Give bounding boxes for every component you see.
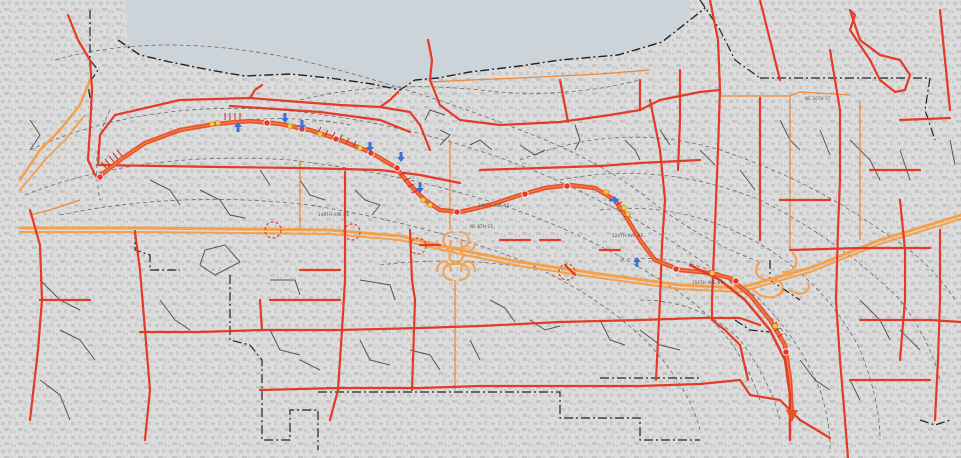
stop-dot-icon[interactable]	[621, 205, 627, 211]
station-dot-icon[interactable]	[96, 173, 104, 181]
stop-dot-icon[interactable]	[287, 123, 293, 129]
dashed-circle-icon[interactable]	[558, 263, 576, 281]
shoreline-boundary	[117, 7, 706, 91]
station-dot-icon[interactable]	[263, 119, 271, 127]
station-dot-icon[interactable]	[367, 149, 375, 157]
dashed-circle-icon[interactable]	[409, 237, 427, 255]
minor-arterials	[29, 69, 861, 390]
street-label: 156TH AVE NE	[692, 280, 724, 285]
stop-dot-icon[interactable]	[420, 197, 426, 203]
transit-corridor	[97, 118, 795, 442]
dashed-circle-icon[interactable]	[343, 223, 361, 241]
stop-dot-icon[interactable]	[357, 145, 363, 151]
street-label: 148TH AVE NE	[478, 203, 510, 208]
corridor-end-arrow-icon	[786, 410, 798, 422]
station-dot-icon[interactable]	[332, 135, 340, 143]
stop-dot-icon[interactable]	[625, 211, 631, 217]
corridor-hatching	[100, 113, 784, 338]
stop-dot-icon[interactable]	[772, 323, 778, 329]
street-label: 124TH AVE NE	[612, 233, 644, 238]
station-dot-icon[interactable]	[393, 164, 401, 172]
lake-water	[125, 0, 690, 90]
station-dot-icon[interactable]	[732, 277, 740, 285]
street-label: NE 20TH ST	[805, 96, 831, 101]
dashed-circle-icon[interactable]	[264, 221, 282, 239]
stop-markers	[209, 120, 778, 329]
station-dot-icon[interactable]	[782, 348, 790, 356]
freeways	[18, 78, 961, 294]
stop-dot-icon[interactable]	[317, 131, 323, 137]
stop-dot-icon[interactable]	[427, 202, 433, 208]
station-dot-icon[interactable]	[563, 182, 571, 190]
stop-dot-icon[interactable]	[215, 120, 221, 126]
stop-dot-icon[interactable]	[209, 121, 215, 127]
stop-dot-icon[interactable]	[709, 270, 715, 276]
local-streets	[29, 109, 956, 421]
street-label: NE 8TH ST	[470, 224, 493, 229]
stop-dot-icon[interactable]	[603, 189, 609, 195]
station-dot-icon[interactable]	[521, 190, 529, 198]
arterial-network	[28, 0, 961, 458]
station-dot-icon[interactable]	[672, 265, 680, 273]
street-label: 140TH AVE NE	[318, 212, 350, 217]
station-dot-icon[interactable]	[453, 208, 461, 216]
study-circles	[264, 221, 576, 281]
